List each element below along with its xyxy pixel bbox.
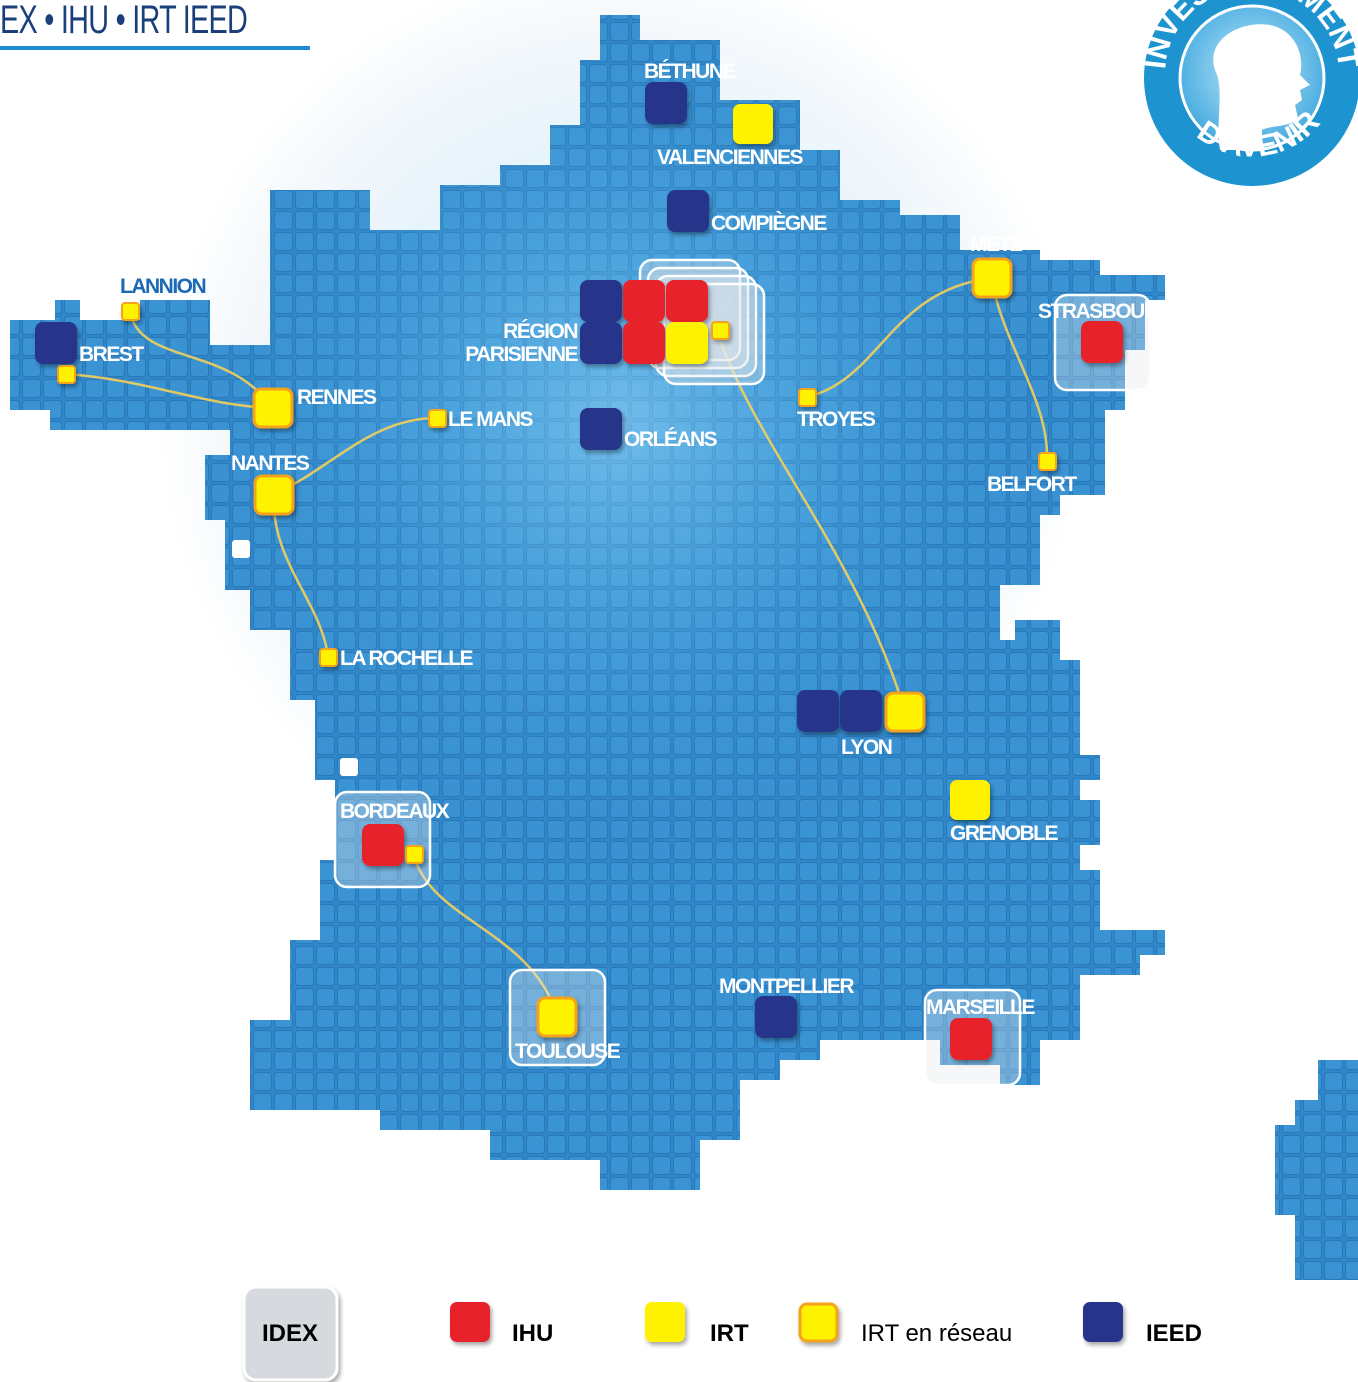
ihu-paris-3 (623, 322, 665, 364)
ihu-paris-2 (666, 280, 708, 322)
label-compiegne: COMPIÈGNE (711, 212, 827, 235)
legend-ieed-swatch (1083, 1302, 1123, 1342)
ihu-paris-1 (623, 280, 665, 322)
legend: IDEX IHU IRT IRT en réseau IEED (242, 1285, 1202, 1382)
corsica-shape (1275, 1060, 1358, 1280)
label-belfort: BELFORT (987, 473, 1077, 496)
irt-network-toulouse (536, 996, 578, 1038)
label-bordeaux: BORDEAUX (340, 800, 450, 823)
map-gap (340, 758, 358, 776)
ieed-paris-1 (580, 280, 622, 322)
label-brest: BREST (79, 343, 144, 366)
legend-ihu-label: IHU (512, 1320, 553, 1347)
legend-ieed: IEED (1083, 1302, 1202, 1347)
ieed-montpellier (755, 996, 797, 1038)
label-lannion: LANNION (120, 275, 205, 298)
city-labels: BÉTHUNE VALENCIENNES COMPIÈGNE LANNION B… (79, 60, 1175, 1063)
legend-irt-label: IRT (710, 1320, 749, 1347)
ihu-marseille (950, 1018, 992, 1060)
label-la-rochelle: LA ROCHELLE (340, 647, 474, 670)
label-orleans: ORLÉANS (624, 428, 718, 451)
line-metz-belfort (990, 277, 1049, 463)
irt-network-lyon (884, 691, 926, 733)
irt-valenciennes (733, 104, 773, 144)
irt-network-nantes (253, 474, 295, 516)
irt-network-markers (57, 257, 1057, 1038)
map-gap (232, 540, 250, 558)
irt-network-lannion (121, 302, 140, 321)
irt-network-brest (57, 365, 76, 384)
irt-network-lemans (428, 409, 447, 428)
legend-irt-swatch (645, 1302, 685, 1342)
label-marseille: MARSEILLE (926, 996, 1035, 1019)
irt-markers (666, 104, 990, 820)
label-montpellier: MONTPELLIER (719, 975, 854, 998)
legend-ihu-swatch (450, 1302, 490, 1342)
ieed-compiegne (667, 190, 709, 232)
label-lyon: LYON (841, 736, 892, 759)
marianne-profile-icon (1213, 24, 1310, 150)
legend-idex-swatch (242, 1285, 339, 1382)
label-valenciennes: VALENCIENNES (657, 146, 803, 169)
legend-idex-label: IDEX (262, 1320, 318, 1347)
irt-network-metz (971, 257, 1013, 299)
ieed-lyon-1 (797, 690, 839, 732)
ieed-lyon-2 (840, 690, 882, 732)
irt-network-belfort (1038, 452, 1057, 471)
label-grenoble: GRENOBLE (950, 822, 1059, 845)
irt-network-paris (711, 321, 730, 340)
legend-ieed-label: IEED (1146, 1320, 1202, 1347)
legend-irt-network-label: IRT en réseau (861, 1320, 1012, 1347)
legend-ihu: IHU (450, 1302, 553, 1347)
line-bordeaux-toulouse (412, 854, 559, 1016)
ihu-bordeaux (362, 824, 404, 866)
line-nantes-larochelle (272, 493, 330, 657)
legend-idex: IDEX (242, 1285, 339, 1382)
ieed-orleans (580, 408, 622, 450)
label-rennes: RENNES (297, 386, 377, 409)
label-bethune: BÉTHUNE (644, 60, 736, 83)
irt-network-larochelle (319, 648, 338, 667)
label-parisienne: PARISIENNE (465, 343, 578, 366)
line-lannion-rennes (128, 311, 274, 409)
irt-paris (666, 322, 708, 364)
irt-network-bordeaux (405, 845, 424, 864)
label-strasbourg: STRASBOURG (1038, 300, 1174, 323)
ieed-markers (35, 82, 882, 1038)
legend-irt: IRT (645, 1302, 749, 1347)
label-nantes: NANTES (231, 452, 310, 475)
irt-grenoble (950, 780, 990, 820)
label-region: RÉGION (503, 320, 577, 343)
irt-network-troyes (798, 388, 817, 407)
label-metz: METZ (970, 233, 1023, 256)
irt-network-rennes (252, 387, 294, 429)
ieed-paris-2 (580, 322, 622, 364)
label-troyes: TROYES (797, 408, 876, 431)
line-troyes-metz (806, 276, 993, 399)
label-le-mans: LE MANS (448, 408, 533, 431)
line-brest-rennes (65, 372, 273, 410)
ihu-strasbourg (1081, 321, 1123, 363)
ihu-markers (362, 280, 1123, 1060)
legend-irt-network-swatch (798, 1302, 839, 1343)
label-toulouse: TOULOUSE (515, 1040, 621, 1063)
legend-irt-network: IRT en réseau (798, 1302, 1012, 1347)
ieed-bethune (645, 82, 687, 124)
ieed-brest (35, 322, 77, 364)
